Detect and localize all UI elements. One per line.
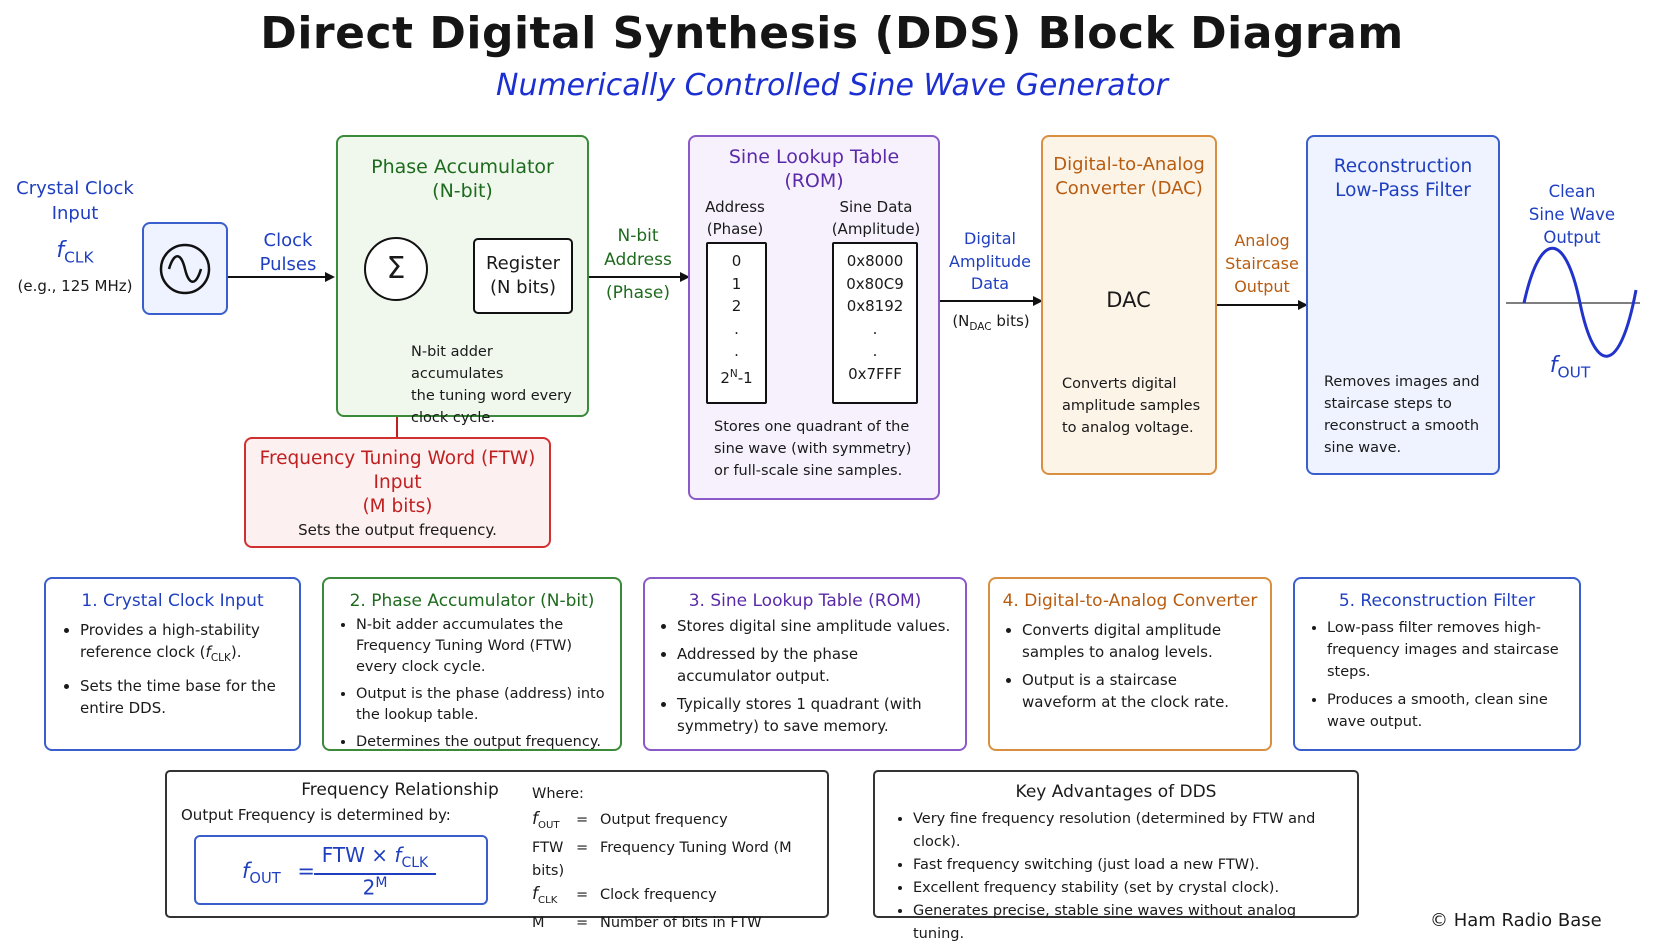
frequency-relationship-box <box>165 770 829 918</box>
def-row: fOUT=Output frequency <box>532 809 728 831</box>
card-crystal: 1. Crystal Clock Input Provides a high-s… <box>44 577 301 751</box>
address-header: Address(Phase) <box>705 198 765 238</box>
advantages-title: Key Advantages of DDS <box>1015 782 1217 802</box>
formula-numerator: FTW × fCLK <box>314 843 436 875</box>
formula-box: fOUT = FTW × fCLK 2M <box>194 835 488 905</box>
fout-label: fOUT <box>1549 353 1591 382</box>
card-filter: 5. Reconstruction Filter Low-pass filter… <box>1293 577 1581 751</box>
ftw-input-box: Frequency Tuning Word (FTW)Input(M bits)… <box>244 437 551 548</box>
formula-definitions: fOUT=Output frequency FTW=Frequency Tuni… <box>532 808 822 935</box>
phase-label: (Phase) <box>605 283 671 303</box>
where-label: Where: <box>532 786 584 802</box>
sine-lut-title: Sine Lookup Table(ROM) <box>728 146 900 192</box>
formula-lhs: fOUT = <box>242 859 315 888</box>
freq-subtitle: Output Frequency is determined by: <box>181 806 451 824</box>
def-row: fCLK=Clock frequency <box>532 883 717 906</box>
crystal-oscillator-box <box>142 222 228 315</box>
page-title: Direct Digital Synthesis (DDS) Block Dia… <box>260 8 1404 59</box>
clock-example: (e.g., 125 MHz) <box>17 277 133 295</box>
freq-title: Frequency Relationship <box>301 780 499 800</box>
card-dac: 4. Digital-to-Analog Converter Converts … <box>988 577 1272 751</box>
key-advantages-box: Key Advantages of DDS Very fine frequenc… <box>873 770 1359 942</box>
card-phase-accumulator: 2. Phase Accumulator (N-bit) N-bit adder… <box>322 577 622 751</box>
def-row: M=Number of bits in FTW <box>532 914 762 931</box>
card-sine-lut: 3. Sine Lookup Table (ROM) Stores digita… <box>643 577 967 751</box>
register-box: Register(N bits) <box>473 238 573 314</box>
def-row: FTW=Frequency Tuning Word (M bits) <box>532 839 792 879</box>
advantages-list: Very fine frequency resolution (determin… <box>875 808 1357 946</box>
copyright: © Ham Radio Base <box>1430 910 1602 931</box>
page-subtitle: Numerically Controlled Sine Wave Generat… <box>496 68 1168 103</box>
adder-sigma: Σ <box>364 237 428 301</box>
phase-accumulator-title: Phase Accumulator(N-bit) <box>371 156 554 202</box>
output-sine-wave <box>1522 246 1638 358</box>
formula-denominator: 2M <box>362 875 388 900</box>
sine-data-header: Sine Data(Amplitude) <box>831 198 921 238</box>
filter-box <box>1306 135 1500 475</box>
dac-symbol-label: DAC <box>1106 288 1151 312</box>
oscillator-icon <box>159 243 211 295</box>
dac-bits-label: (NDAC bits) <box>952 312 1030 333</box>
dac-box <box>1041 135 1217 475</box>
fclk-label: fCLK <box>56 238 94 267</box>
